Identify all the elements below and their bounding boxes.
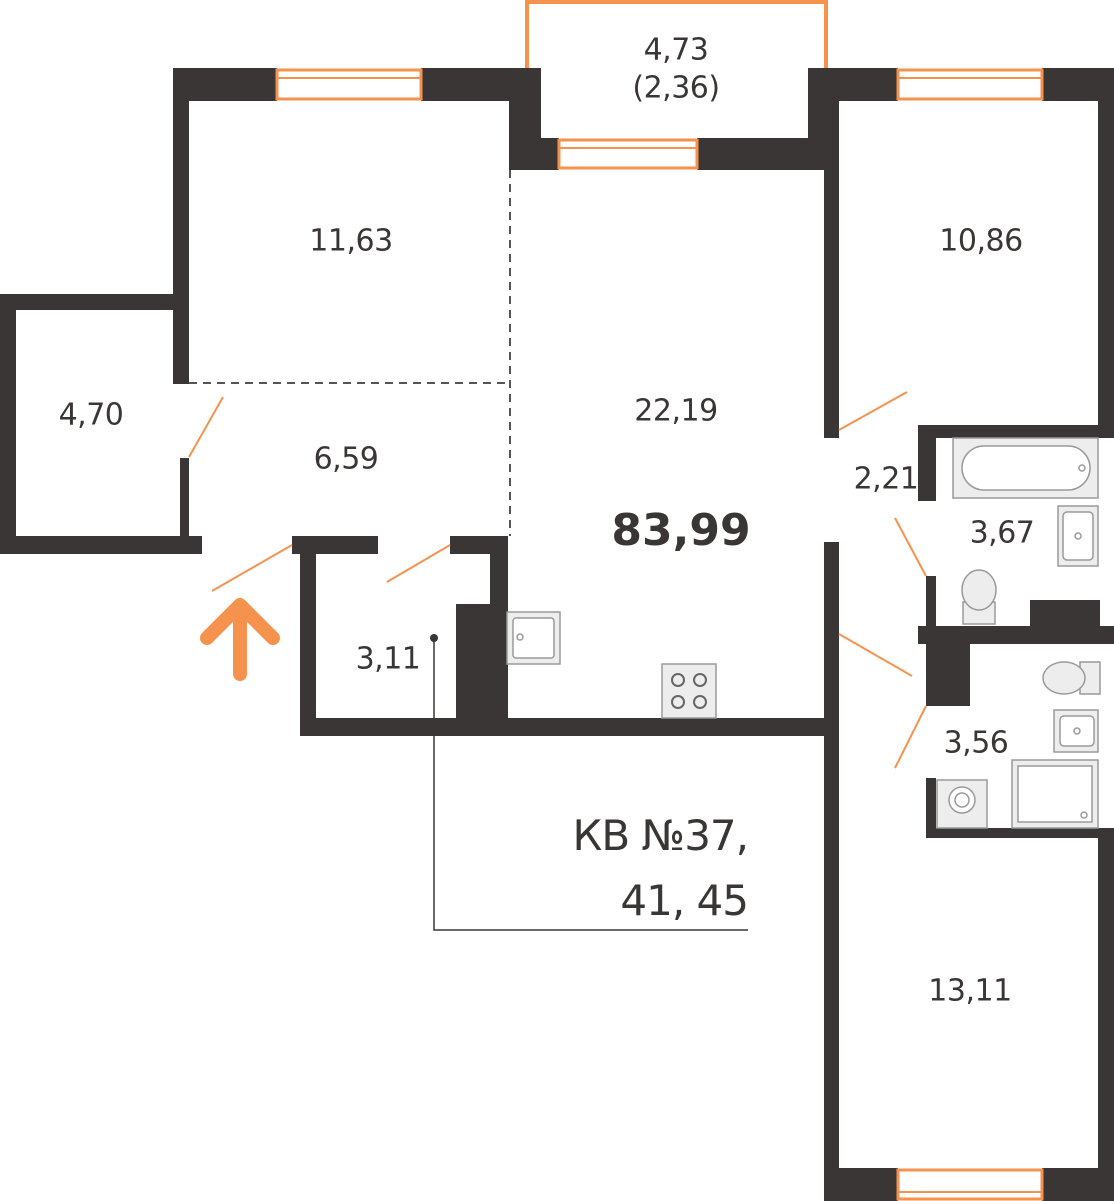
wall-segment <box>180 458 189 554</box>
room-area-balcony-reduced: (2,36) <box>632 71 719 106</box>
bathtub-icon <box>952 437 1099 499</box>
door-swing <box>894 517 927 577</box>
window-glass-lines <box>277 77 1042 1193</box>
wall-segment <box>0 536 202 554</box>
wall-segment <box>926 778 936 836</box>
washing-machine-icon <box>936 779 988 829</box>
wall-segment <box>824 1168 898 1201</box>
stove-icon <box>661 663 717 719</box>
room-area-bathroom: 3,67 <box>970 516 1035 551</box>
wall-segment <box>456 604 492 718</box>
wall-segment <box>697 138 808 170</box>
door-swing <box>211 544 293 592</box>
window <box>557 138 699 170</box>
room-area-living-kitchen: 22,19 <box>634 394 717 429</box>
wall-segment <box>490 536 508 736</box>
toilet-icon <box>961 569 997 625</box>
wall-segment <box>300 718 839 736</box>
windows <box>275 68 1044 1201</box>
wall-segment <box>926 828 1114 838</box>
room-area-corridor: 2,21 <box>854 462 919 497</box>
door-swing <box>838 633 913 677</box>
total-area: 83,99 <box>611 505 750 556</box>
wall-segment <box>300 536 316 736</box>
room-area-bedroom-bottom: 13,11 <box>928 974 1011 1009</box>
door-swing <box>386 544 451 583</box>
walls <box>0 68 1114 1201</box>
apartment-numbers-line2: 41, 45 <box>620 876 748 925</box>
wall-segment <box>173 68 277 101</box>
wall-segment <box>1042 1168 1114 1201</box>
wall-segment <box>0 294 16 554</box>
sink-icon <box>1057 505 1099 567</box>
wall-segment <box>541 138 559 170</box>
wall-segment <box>918 626 1114 644</box>
wall-segment <box>926 644 970 706</box>
wall-segment <box>173 68 189 384</box>
apartment-numbers-line1: КВ №37, <box>573 811 748 860</box>
door-swing <box>838 391 908 431</box>
wall-segment <box>918 425 936 501</box>
wall-segment <box>509 68 541 170</box>
room-area-balcony: 4,73 <box>644 33 709 68</box>
zone-dashes <box>189 170 511 536</box>
label-leader <box>430 634 748 931</box>
wall-segment <box>0 294 189 310</box>
sink-icon <box>1053 709 1099 753</box>
wall-segment <box>1030 600 1100 626</box>
sink-icon <box>506 611 561 665</box>
balcony-outline <box>525 0 828 68</box>
shower-tray-icon <box>1011 759 1099 829</box>
room-area-bedroom-left: 11,63 <box>309 224 392 259</box>
arrow-up-icon <box>200 598 280 681</box>
wall-segment <box>1098 68 1114 438</box>
window <box>896 68 1044 101</box>
door-swings <box>188 391 927 769</box>
room-area-storage: 4,70 <box>59 398 124 433</box>
room-area-wc: 3,56 <box>944 726 1009 761</box>
wall-segment <box>1098 838 1114 1201</box>
wall-segment <box>824 68 839 438</box>
door-swing <box>188 396 224 458</box>
room-area-hallway: 6,59 <box>314 442 379 477</box>
wall-segment <box>926 576 936 626</box>
toilet-icon <box>1042 661 1101 695</box>
wall-segment <box>824 542 839 1201</box>
room-area-wardrobe: 3,11 <box>356 642 421 677</box>
wall-segment <box>918 425 1114 438</box>
room-area-bedroom-right: 10,86 <box>939 224 1022 259</box>
window <box>896 1168 1044 1201</box>
door-swing <box>894 705 927 769</box>
window <box>275 68 423 101</box>
